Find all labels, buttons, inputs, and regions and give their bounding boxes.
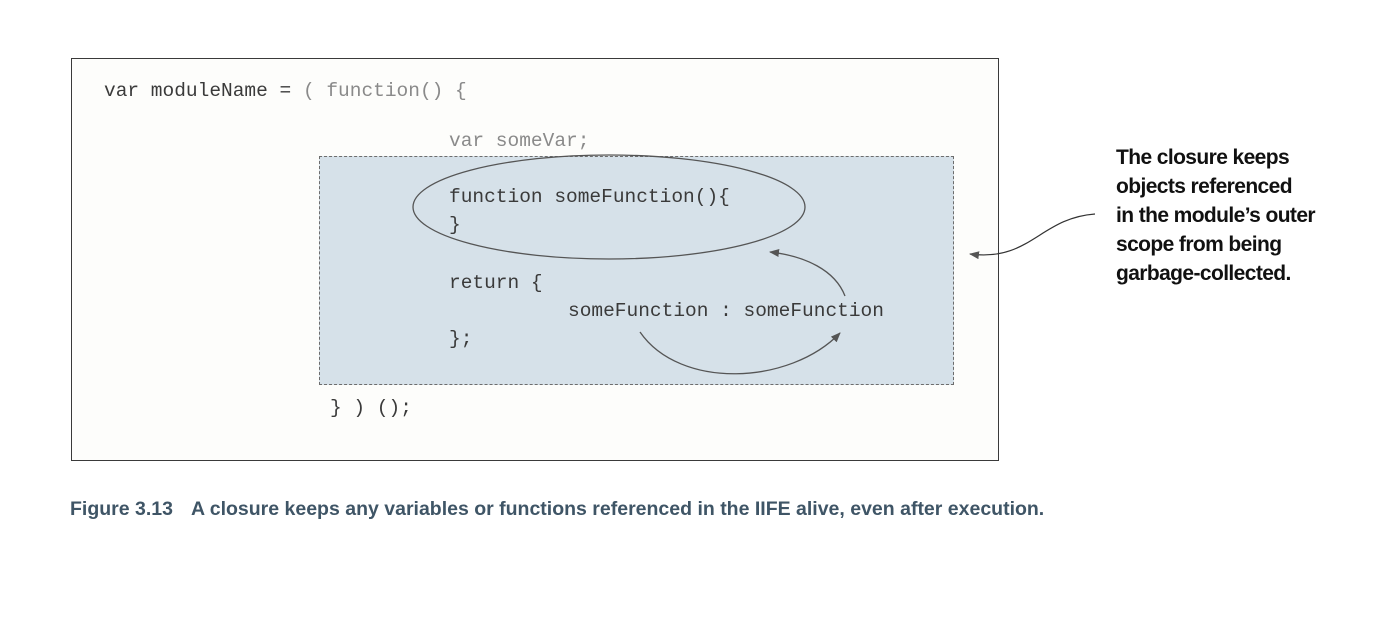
annotation-pointer-arrow: [969, 213, 1096, 260]
function-highlight-ellipse: [412, 154, 806, 260]
code-line-function-open: function someFunction(){: [449, 186, 730, 208]
property-reference-arrow: [639, 331, 841, 375]
figure-caption-text: A closure keeps any variables or functio…: [190, 498, 1045, 520]
code-line-function-close: }: [449, 214, 461, 236]
code-line-var: var someVar;: [449, 130, 590, 152]
figure-caption: Figure 3.13 A closure keeps any variables…: [70, 496, 1044, 522]
code-line-end: } ) ();: [330, 397, 412, 419]
figure-label: Figure 3.13: [70, 498, 173, 520]
annotation-line: The closure keeps: [1116, 146, 1290, 169]
code-line-return-close: };: [449, 328, 473, 350]
code-line-return: return {: [449, 272, 543, 294]
closure-scope-region: [319, 156, 954, 385]
closure-annotation: The closure keeps objects referenced in …: [1116, 143, 1386, 288]
function-reference-arrow: [769, 249, 846, 297]
annotation-line: in the module’s outer: [1116, 204, 1316, 227]
annotation-line: garbage-collected.: [1116, 262, 1291, 285]
annotation-line: objects referenced: [1116, 175, 1293, 198]
code-line-property: someFunction : someFunction: [568, 300, 884, 322]
code-declaration-suffix: ( function() {: [302, 80, 467, 102]
annotation-line: scope from being: [1116, 233, 1282, 256]
code-line-declaration: var moduleName = ( function() {: [104, 79, 467, 103]
code-declaration-prefix: var moduleName =: [104, 80, 303, 102]
